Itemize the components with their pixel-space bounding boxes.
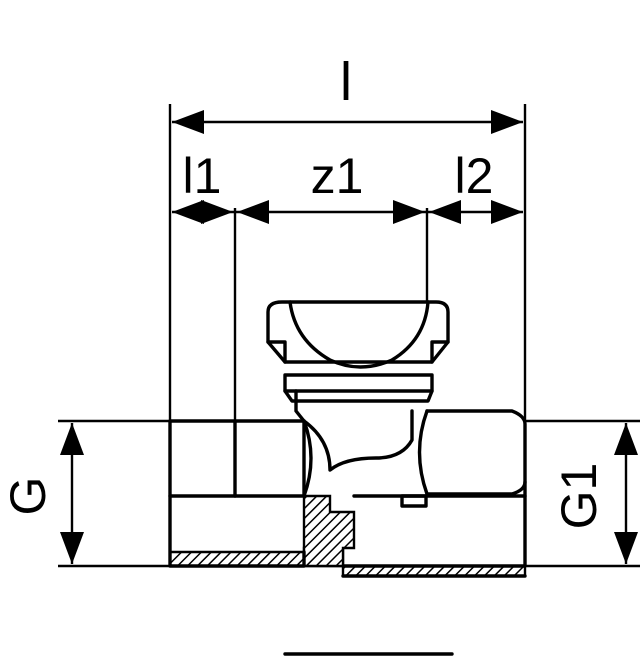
cap-dome <box>288 300 430 369</box>
arrowhead-l-left <box>172 110 204 134</box>
dimension-lines <box>58 104 640 568</box>
neck-wall-left <box>294 389 306 423</box>
cap-base <box>283 373 434 403</box>
fitting-body <box>168 300 527 578</box>
arrowhead-z1-right <box>393 200 425 224</box>
label-l1: l1 <box>183 148 222 204</box>
hatched-center-web <box>302 494 356 568</box>
arrowhead-l2-right <box>491 200 523 224</box>
cap-left-lug <box>266 340 287 364</box>
arrowhead-z1-left <box>237 200 269 224</box>
label-z1: z1 <box>311 148 364 204</box>
arrowhead-l1-left <box>172 200 204 224</box>
right-socket-outline <box>341 409 527 568</box>
cap-top <box>266 300 450 364</box>
bore-step <box>400 494 428 508</box>
arrowhead-l2-left <box>429 200 461 224</box>
label-g: G <box>0 477 56 516</box>
left-thread-end <box>302 419 313 498</box>
label-l2: l2 <box>455 148 494 204</box>
center-neck <box>302 409 414 472</box>
arrowhead-g1-top <box>614 423 638 455</box>
dimension-labels: l l1 z1 l2 G G1 <box>0 52 607 529</box>
body-outline <box>168 419 306 498</box>
arrowhead-l-right <box>491 110 523 134</box>
right-socket-inner <box>417 409 527 496</box>
body-outer-left <box>168 494 306 568</box>
label-l: l <box>340 52 352 112</box>
arrowhead-l1-right <box>201 200 233 224</box>
arrowhead-g-bottom <box>60 532 84 564</box>
arrowhead-g1-bottom <box>614 532 638 564</box>
arrowhead-g-top <box>60 423 84 455</box>
label-g1: G1 <box>551 463 607 530</box>
cap-right-lug <box>430 340 450 364</box>
